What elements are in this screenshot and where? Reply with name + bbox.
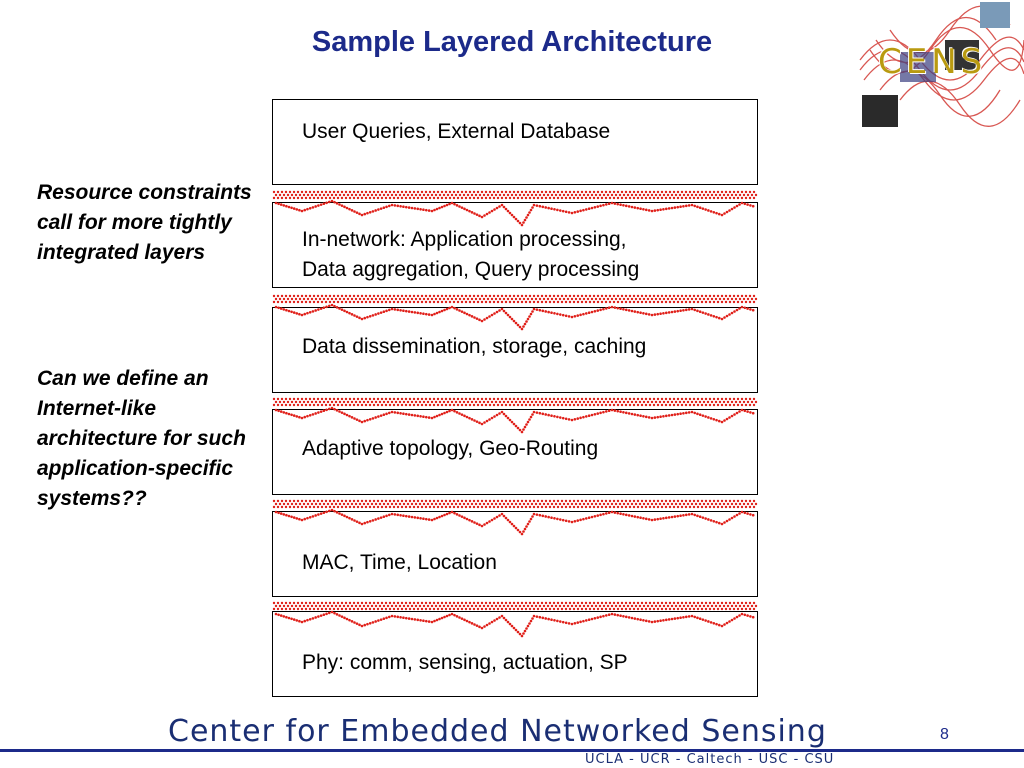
layer-label: Data aggregation, Query processing	[302, 258, 640, 281]
cens-logo	[859, 2, 1024, 127]
layer-label: MAC, Time, Location	[302, 551, 497, 574]
layer-label: Adaptive topology, Geo-Routing	[302, 437, 599, 460]
layer-phy: Phy: comm, sensing, actuation, SP	[272, 611, 758, 697]
layer-divider-4	[272, 499, 758, 536]
layer-data-dissemination: Data dissemination, storage, caching	[272, 307, 758, 393]
footer-org-name: Center for Embedded Networked Sensing	[168, 714, 827, 749]
side-note-resource-constraints: Resource constraints call for more tight…	[37, 181, 252, 264]
layer-label: Phy: comm, sensing, actuation, SP	[302, 651, 628, 674]
layer-divider-5	[272, 601, 758, 638]
layer-label: Data dissemination, storage, caching	[302, 335, 647, 358]
logo-text: CENS	[878, 42, 987, 82]
layer-user-queries: User Queries, External Database	[272, 99, 758, 185]
layer-divider-3	[272, 397, 758, 434]
side-note-internet-like-question: Can we define an Internet-like architect…	[37, 367, 246, 510]
layer-label: User Queries, External Database	[302, 120, 611, 143]
page-number: 8	[940, 726, 949, 743]
layer-divider-1	[272, 190, 758, 227]
layer-divider-2	[272, 294, 758, 331]
footer-partners: UCLA - UCR - Caltech - USC - CSU	[585, 752, 835, 767]
layer-label: In-network: Application processing,	[302, 228, 627, 251]
footer-divider	[0, 749, 1024, 752]
slide-title: Sample Layered Architecture	[311, 26, 713, 58]
